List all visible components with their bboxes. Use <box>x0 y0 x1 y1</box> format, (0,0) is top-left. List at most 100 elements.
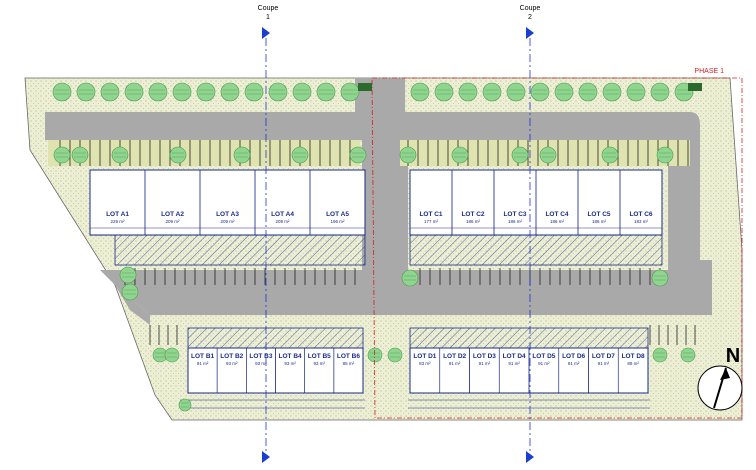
parking-stripes-lower <box>149 325 696 345</box>
lot-c-name: LOT C2 <box>461 211 484 218</box>
hatch-row-d <box>409 327 649 349</box>
lot-a-name: LOT A5 <box>326 211 349 218</box>
lot-a-name: LOT A2 <box>161 211 184 218</box>
gate-right <box>688 83 702 91</box>
tree-icon <box>76 82 96 102</box>
lot-d-area: 91 m² <box>449 361 461 366</box>
tree-icon <box>387 347 403 363</box>
tree-icon <box>530 82 550 102</box>
lot-d-area: 89 m² <box>627 361 639 366</box>
lot-c-area: 177 m² <box>424 219 439 224</box>
tree-icon <box>680 347 696 363</box>
lot-b-area: 93 m² <box>226 361 238 366</box>
tree-icon <box>506 82 526 102</box>
lot-b-name: LOT B6 <box>337 353 360 360</box>
lot-d-name: LOT D8 <box>622 353 645 360</box>
lot-b-name: LOT B5 <box>308 353 331 360</box>
north-label: N <box>726 345 740 367</box>
north-arrow: N <box>697 345 743 411</box>
tree-icon <box>511 146 529 164</box>
lot-b-area: 85 m² <box>343 361 355 366</box>
tree-icon <box>268 82 288 102</box>
lot-d-name: LOT D7 <box>592 353 615 360</box>
trees <box>52 82 696 412</box>
phase-1-label: PHASE 1 <box>694 68 724 75</box>
lot-d-area: 91 m² <box>568 361 580 366</box>
tree-icon <box>652 347 668 363</box>
section-2-arrow-top <box>526 27 534 39</box>
hatch-row-a <box>114 234 366 266</box>
tree-icon <box>71 146 89 164</box>
tree-icon <box>124 82 144 102</box>
gate-left <box>358 83 372 91</box>
lot-a-name: LOT A4 <box>271 211 294 218</box>
parking-stripes-top <box>59 140 689 166</box>
lot-c-cell <box>619 169 663 236</box>
lot-d-name: LOT D5 <box>532 353 555 360</box>
lot-d-area: 91 m² <box>538 361 550 366</box>
lot-a-area: 209 m² <box>165 219 180 224</box>
tree-icon <box>316 82 336 102</box>
lot-a-cell <box>309 169 366 236</box>
lot-b-name: LOT B3 <box>249 353 272 360</box>
lot-d-area: 91 m² <box>508 361 520 366</box>
lot-c-area: 186 m² <box>592 219 607 224</box>
lot-c-area: 186 m² <box>550 219 565 224</box>
tree-icon <box>340 82 360 102</box>
lot-b-area: 93 m² <box>284 361 296 366</box>
lot-d-name: LOT D2 <box>443 353 466 360</box>
dimension-lines <box>90 227 662 409</box>
hatch-row-c <box>409 234 663 266</box>
tree-icon <box>458 82 478 102</box>
lot-b-area: 91 m² <box>197 361 209 366</box>
lot-c-name: LOT C6 <box>629 211 652 218</box>
tree-icon <box>367 347 383 363</box>
tree-icon <box>291 146 309 164</box>
lot-b-name: LOT B1 <box>191 353 214 360</box>
tree-icon <box>111 146 129 164</box>
tree-icon <box>178 398 192 412</box>
lot-b-name: LOT B2 <box>220 353 243 360</box>
lot-b-area: 93 m² <box>255 361 267 366</box>
section-1-label: Coupe <box>258 5 279 12</box>
lot-c-name: LOT C1 <box>419 211 442 218</box>
tree-icon <box>292 82 312 102</box>
lot-c-area: 186 m² <box>508 219 523 224</box>
lot-d-name: LOT D1 <box>413 353 436 360</box>
tree-icon <box>601 146 619 164</box>
lot-b-name: LOT B4 <box>279 353 302 360</box>
tree-icon <box>244 82 264 102</box>
tree-icon <box>434 82 454 102</box>
lot-d-name: LOT D6 <box>562 353 585 360</box>
tree-icon <box>554 82 574 102</box>
lot-d-cell <box>617 347 649 394</box>
tree-icon <box>602 82 622 102</box>
section-2-number: 2 <box>528 14 532 21</box>
lot-d-name: LOT D4 <box>503 353 526 360</box>
section-2-arrow-bottom <box>526 451 534 463</box>
building-row-a <box>89 169 366 236</box>
section-line-1: Coupe 1 <box>258 5 279 463</box>
lot-b-area: 93 m² <box>313 361 325 366</box>
hatch-row-b <box>187 327 364 349</box>
tree-icon <box>451 146 469 164</box>
tree-icon <box>399 146 417 164</box>
phase-1-boundary <box>371 77 743 419</box>
tree-icon <box>121 283 139 301</box>
section-line-2: Coupe 2 <box>520 5 540 463</box>
lot-c-name: LOT C5 <box>587 211 610 218</box>
tree-icon <box>148 82 168 102</box>
lot-a-name: LOT A1 <box>106 211 129 218</box>
tree-icon <box>52 82 72 102</box>
lot-a-area: 196 m² <box>330 219 345 224</box>
lot-d-name: LOT D3 <box>473 353 496 360</box>
tree-icon <box>539 146 557 164</box>
lot-b-cell <box>333 347 364 394</box>
lot-a-area: 229 m² <box>110 219 125 224</box>
lot-c-area: 186 m² <box>466 219 481 224</box>
lot-a-name: LOT A3 <box>216 211 239 218</box>
lot-a-area: 209 m² <box>220 219 235 224</box>
section-1-arrow-top <box>262 27 270 39</box>
tree-icon <box>172 82 192 102</box>
